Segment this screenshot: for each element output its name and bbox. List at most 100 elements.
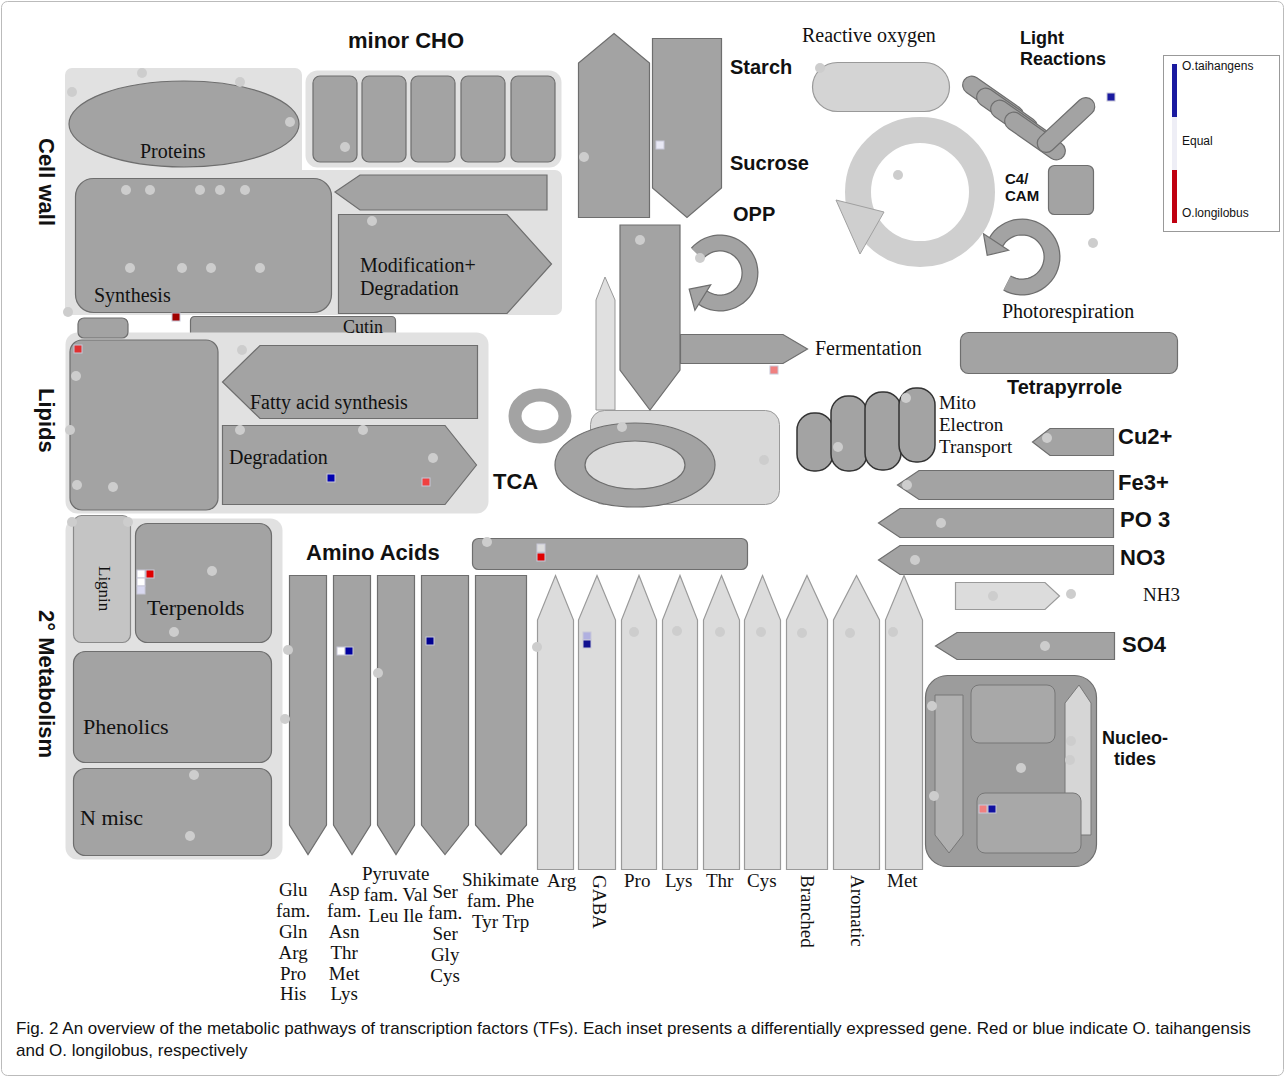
shape-outline bbox=[680, 334, 808, 364]
shape-part bbox=[223, 426, 477, 505]
calvin-cycle bbox=[858, 130, 982, 254]
pathway-label: NH3 bbox=[1143, 584, 1180, 606]
pathway-label: Terpenolds bbox=[147, 595, 244, 620]
gene-dot bbox=[936, 518, 946, 528]
legend-swatch bbox=[1172, 64, 1177, 117]
legend-swatch bbox=[1172, 170, 1177, 223]
shape-part bbox=[579, 576, 616, 870]
shape-outline bbox=[1048, 165, 1094, 215]
pathway-label: Fe3+ bbox=[1118, 470, 1169, 495]
gene-dot bbox=[715, 627, 725, 637]
shape-part bbox=[787, 576, 828, 870]
shape-outline bbox=[897, 470, 1114, 500]
gene-marker bbox=[979, 805, 987, 813]
shape-part bbox=[1049, 166, 1094, 215]
shape-outline bbox=[305, 70, 562, 168]
pathway-arrow: Glu fam. Gln Arg Pro His bbox=[289, 575, 327, 855]
pathway-label: Fatty acid synthesis bbox=[250, 391, 408, 414]
shape-outline bbox=[73, 651, 272, 763]
shape-part bbox=[74, 769, 272, 856]
pathway-arrow: Shikimate fam. Phe Tyr Trp bbox=[475, 575, 527, 855]
gluconeogenesis-arrow bbox=[596, 277, 615, 410]
shape-part bbox=[306, 71, 562, 168]
pathway-arrow: Met bbox=[885, 575, 923, 870]
shape-part bbox=[585, 441, 685, 489]
gene-dot bbox=[695, 253, 705, 263]
pathway-label: Modification+ Degradation bbox=[360, 254, 510, 300]
shape-part bbox=[689, 285, 710, 311]
shape-part bbox=[223, 346, 478, 419]
pathway-box: Lignin bbox=[73, 515, 131, 643]
gene-dot bbox=[237, 345, 247, 355]
gene-dot bbox=[988, 591, 998, 601]
gene-marker bbox=[1107, 93, 1115, 101]
pathway-arrow: Aromatic bbox=[833, 575, 880, 870]
shape-outline bbox=[621, 575, 657, 870]
shape-part bbox=[476, 576, 527, 855]
pathway-box: Phenolics bbox=[73, 651, 272, 763]
gene-marker bbox=[583, 632, 591, 640]
shape-part bbox=[886, 576, 923, 870]
shape-part bbox=[334, 576, 371, 855]
pathway-label: Pyruvate fam. Val Leu Ile bbox=[362, 864, 430, 927]
pathway-arrow: Fermentation bbox=[680, 334, 808, 364]
pathway-label: Cell wall bbox=[34, 138, 59, 226]
pathway-label: Degradation bbox=[229, 446, 328, 469]
tca-ring bbox=[515, 395, 565, 437]
pathway-label: minor CHO bbox=[348, 28, 464, 53]
pathway-label: Nucleo- tides bbox=[1102, 728, 1168, 769]
pathway-arrow: Cu2+ bbox=[1032, 428, 1114, 456]
gene-dot bbox=[367, 216, 377, 226]
pathway-arrow: GABA bbox=[578, 575, 616, 870]
pathway-label: Photorespiration bbox=[1002, 300, 1134, 323]
pathway-label: SO4 bbox=[1122, 632, 1166, 657]
pathway-box: N misc bbox=[73, 768, 272, 856]
legend-box: O.taihangensEqualO.longilobus bbox=[1163, 55, 1280, 232]
shape-outline bbox=[135, 523, 272, 643]
gene-dot bbox=[235, 77, 245, 87]
gene-dot bbox=[240, 185, 250, 195]
shape-outline bbox=[833, 575, 880, 870]
shape-part bbox=[996, 227, 1052, 287]
pathway-box: LipidsFatty acid synthesisDegradation bbox=[65, 332, 489, 514]
pathway-arrow: Starch bbox=[578, 33, 650, 218]
pathway-box: C4/ CAM bbox=[1048, 165, 1094, 215]
gene-dot bbox=[137, 68, 147, 78]
gene-dot bbox=[902, 480, 912, 490]
gene-dot bbox=[617, 422, 627, 432]
pathway-label: Pro bbox=[624, 871, 650, 892]
gene-dot bbox=[358, 425, 368, 435]
pathway-label: PO 3 bbox=[1120, 507, 1170, 532]
pathway-label: Cutin bbox=[343, 317, 383, 338]
shape-outline bbox=[878, 508, 1114, 538]
shape-part bbox=[961, 333, 1178, 374]
pathway-label: Fermentation bbox=[815, 337, 922, 360]
shape-outline bbox=[537, 575, 574, 870]
shape-part bbox=[422, 576, 469, 855]
gene-dot bbox=[283, 645, 293, 655]
gene-marker bbox=[988, 805, 996, 813]
pathway-label: Light Reactions bbox=[1020, 28, 1115, 69]
shape-outline bbox=[421, 575, 469, 855]
gene-dots bbox=[63, 63, 1098, 841]
gene-dot bbox=[195, 185, 205, 195]
pathway-label: Met bbox=[887, 871, 918, 892]
calvin-arrowhead bbox=[836, 200, 884, 254]
pathway-arrow: Lys bbox=[662, 575, 698, 870]
shape-part bbox=[956, 583, 1060, 610]
pathway-label: Phenolics bbox=[83, 714, 169, 739]
shape-part bbox=[879, 509, 1114, 538]
pathway-box: Tetrapyrrole bbox=[960, 332, 1178, 374]
shape-part bbox=[704, 576, 740, 870]
shape-outline bbox=[472, 538, 748, 570]
shape-part bbox=[926, 676, 1097, 867]
pathway-label: Shikimate fam. Phe Tyr Trp bbox=[462, 870, 539, 933]
shape-outline bbox=[475, 575, 527, 855]
gene-dot bbox=[145, 185, 155, 195]
gene-dot bbox=[340, 142, 350, 152]
pathway-label: Starch bbox=[730, 56, 792, 79]
pathway-label: Lipids bbox=[34, 388, 59, 453]
pathway-label: Cu2+ bbox=[1118, 424, 1172, 449]
shape-part bbox=[76, 179, 332, 313]
pathway-arrow: NO3 bbox=[878, 545, 1114, 575]
